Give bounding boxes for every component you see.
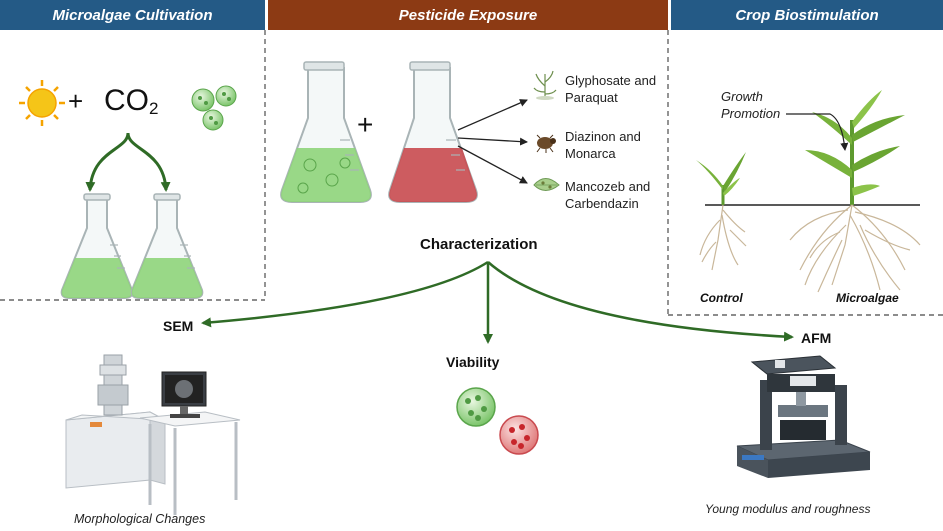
- pesticide-flask: [388, 61, 478, 203]
- live-dead-cells-icon: [456, 387, 539, 455]
- afm-caption: Young modulus and roughness: [705, 502, 871, 516]
- sem-microscope-icon: [65, 354, 241, 515]
- co2-subscript: 2: [149, 99, 159, 118]
- growth-arrow: [786, 113, 849, 151]
- afm-label: AFM: [801, 330, 832, 346]
- pesticide-label-1: Glyphosate and Paraquat: [565, 72, 656, 106]
- banner-pesticide-exposure: Pesticide Exposure: [268, 0, 668, 30]
- panel-title-crop: Crop Biostimulation: [735, 6, 879, 24]
- panel-title-exposure: Pesticide Exposure: [398, 6, 538, 24]
- sem-caption: Morphological Changes: [74, 512, 206, 526]
- sem-label: SEM: [163, 318, 194, 334]
- characterization-arrows: [201, 260, 794, 344]
- viability-label: Viability: [446, 354, 500, 370]
- pesticide-2-line2: Monarca: [565, 146, 616, 161]
- pesticide-3-line1: Mancozeb and: [565, 179, 651, 194]
- cultivation-flask-2: [130, 193, 204, 299]
- banner-microalgae-cultivation: Microalgae Cultivation: [0, 0, 265, 30]
- co2-text: CO: [104, 84, 149, 117]
- afm-microscope-icon: [736, 355, 871, 478]
- cultivation-flask-1: [60, 193, 134, 299]
- microalgae-label: Microalgae: [836, 291, 899, 305]
- microalgae-plant: [789, 90, 921, 293]
- banner-crop-biostimulation: Crop Biostimulation: [671, 0, 943, 30]
- leaf-fungus-icon: [533, 178, 560, 191]
- control-seedling: [696, 152, 747, 271]
- algae-flask: [280, 61, 372, 203]
- weed-plant-icon: [533, 70, 557, 100]
- plus-sign-sun: +: [68, 86, 84, 116]
- pesticide-3-line2: Carbendazin: [565, 196, 639, 211]
- pesticide-label-3: Mancozeb and Carbendazin: [565, 178, 650, 212]
- characterization-title: Characterization: [420, 236, 538, 253]
- growth-line1: Growth: [721, 89, 763, 104]
- pesticide-2-line1: Diazinon and: [565, 129, 641, 144]
- split-arrows: [85, 132, 171, 192]
- pesticide-label-2: Diazinon and Monarca: [565, 128, 641, 162]
- growth-line2: Promotion: [721, 106, 781, 121]
- growth-promotion-label: Growth Promotion: [721, 88, 780, 122]
- pesticide-arrows: [457, 99, 528, 184]
- algae-cells-icon: [191, 85, 237, 131]
- beetle-icon: [536, 134, 556, 153]
- sun-icon: [19, 80, 65, 126]
- pesticide-1-line2: Paraquat: [565, 90, 618, 105]
- panel-borders: [0, 30, 943, 316]
- plus-sign-flasks: +: [357, 109, 374, 140]
- pesticide-1-line1: Glyphosate and: [565, 73, 657, 88]
- control-label: Control: [700, 291, 743, 305]
- co2-label: CO2: [104, 84, 158, 118]
- panel-title-cultivation: Microalgae Cultivation: [52, 6, 213, 24]
